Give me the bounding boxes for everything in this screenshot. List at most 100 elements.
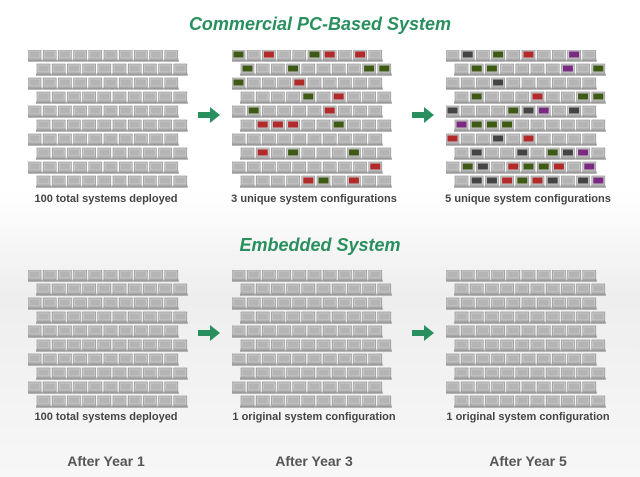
computer-unit-icon — [475, 50, 491, 62]
computer-unit-icon — [246, 161, 262, 174]
computer-unit-icon — [112, 147, 127, 160]
computer-unit-icon — [133, 105, 149, 118]
computer-unit-icon — [103, 297, 118, 310]
computer-unit-icon — [36, 339, 51, 352]
computer-unit-icon — [157, 91, 173, 104]
computer-unit-icon — [536, 270, 552, 282]
computer-unit-icon — [337, 50, 353, 62]
computer-unit-icon — [81, 175, 97, 188]
computer-unit-icon — [316, 311, 331, 324]
computer-unit-icon — [560, 395, 576, 408]
computer-unit-icon — [57, 270, 73, 282]
computer-unit-icon — [367, 381, 383, 394]
computer-unit-icon — [566, 133, 582, 146]
commercial-caption-year5: 5 unique system configurations — [445, 193, 611, 205]
computer-unit-icon — [499, 339, 515, 352]
commercial-caption-year3: 3 unique system configurations — [231, 193, 397, 205]
computer-unit-icon — [490, 325, 506, 338]
computer-unit-icon — [499, 91, 515, 104]
computer-unit-icon — [232, 77, 246, 90]
computer-unit-icon — [232, 297, 246, 310]
computer-unit-icon — [103, 161, 118, 174]
computer-unit-icon — [505, 50, 521, 62]
computer-unit-icon — [352, 133, 368, 146]
computer-unit-icon — [490, 353, 506, 366]
computer-unit-icon — [337, 381, 353, 394]
computer-unit-icon — [331, 119, 347, 132]
computer-unit-icon — [337, 133, 353, 146]
computer-unit-icon — [127, 175, 143, 188]
computer-unit-icon — [72, 297, 88, 310]
computer-unit-icon — [307, 50, 322, 62]
computer-unit-icon — [285, 147, 301, 160]
computer-unit-icon — [246, 270, 262, 282]
computer-unit-icon — [536, 50, 552, 62]
arrow-right-icon — [198, 325, 220, 341]
computer-unit-icon — [590, 339, 606, 352]
computer-unit-icon — [127, 147, 143, 160]
computer-unit-icon — [72, 381, 88, 394]
computer-unit-icon — [36, 283, 51, 296]
computer-unit-icon — [163, 381, 179, 394]
computer-unit-icon — [270, 283, 286, 296]
computer-unit-icon — [28, 133, 42, 146]
computer-unit-icon — [103, 325, 118, 338]
computer-unit-icon — [490, 133, 506, 146]
computer-unit-icon — [42, 77, 58, 90]
computer-unit-icon — [42, 161, 58, 174]
computer-unit-icon — [112, 91, 127, 104]
computer-unit-icon — [57, 381, 73, 394]
computer-unit-icon — [291, 105, 307, 118]
computer-unit-icon — [72, 133, 88, 146]
computer-unit-icon — [300, 395, 316, 408]
computer-unit-icon — [469, 175, 485, 188]
computer-unit-icon — [346, 367, 362, 380]
computer-unit-icon — [157, 339, 173, 352]
computer-unit-icon — [28, 105, 42, 118]
computer-unit-icon — [446, 161, 460, 174]
computer-unit-icon — [551, 270, 567, 282]
computer-unit-icon — [530, 91, 545, 104]
computer-unit-icon — [551, 325, 567, 338]
computer-unit-icon — [246, 77, 262, 90]
computer-unit-icon — [530, 63, 545, 76]
computer-unit-icon — [484, 147, 500, 160]
computer-unit-icon — [505, 325, 521, 338]
computer-unit-icon — [521, 381, 536, 394]
computer-unit-icon — [322, 133, 338, 146]
computer-unit-icon — [118, 77, 134, 90]
computer-unit-icon — [475, 105, 491, 118]
computer-unit-icon — [536, 325, 552, 338]
computer-unit-icon — [118, 381, 134, 394]
computer-unit-icon — [307, 297, 322, 310]
computer-unit-icon — [57, 325, 73, 338]
computer-unit-icon — [133, 353, 149, 366]
computer-unit-icon — [118, 50, 134, 62]
computer-unit-icon — [112, 311, 127, 324]
computer-unit-icon — [475, 133, 491, 146]
computer-unit-icon — [103, 105, 118, 118]
computer-unit-icon — [530, 339, 545, 352]
arrow-right-icon — [412, 107, 434, 123]
computer-unit-icon — [376, 311, 392, 324]
computer-unit-icon — [142, 367, 158, 380]
computer-unit-icon — [57, 353, 73, 366]
computer-unit-icon — [246, 50, 262, 62]
computer-unit-icon — [521, 161, 536, 174]
computer-unit-icon — [514, 63, 530, 76]
commercial-systems-grid-year3 — [232, 50, 392, 188]
computer-unit-icon — [530, 395, 545, 408]
computer-unit-icon — [560, 175, 576, 188]
computer-unit-icon — [103, 353, 118, 366]
computer-unit-icon — [505, 381, 521, 394]
computer-unit-icon — [514, 91, 530, 104]
computer-unit-icon — [316, 91, 331, 104]
computer-unit-icon — [475, 77, 491, 90]
computer-unit-icon — [148, 270, 164, 282]
computer-unit-icon — [446, 325, 460, 338]
computer-unit-icon — [148, 297, 164, 310]
computer-unit-icon — [581, 297, 597, 310]
computer-unit-icon — [261, 297, 277, 310]
computer-unit-icon — [133, 161, 149, 174]
computer-unit-icon — [545, 91, 561, 104]
